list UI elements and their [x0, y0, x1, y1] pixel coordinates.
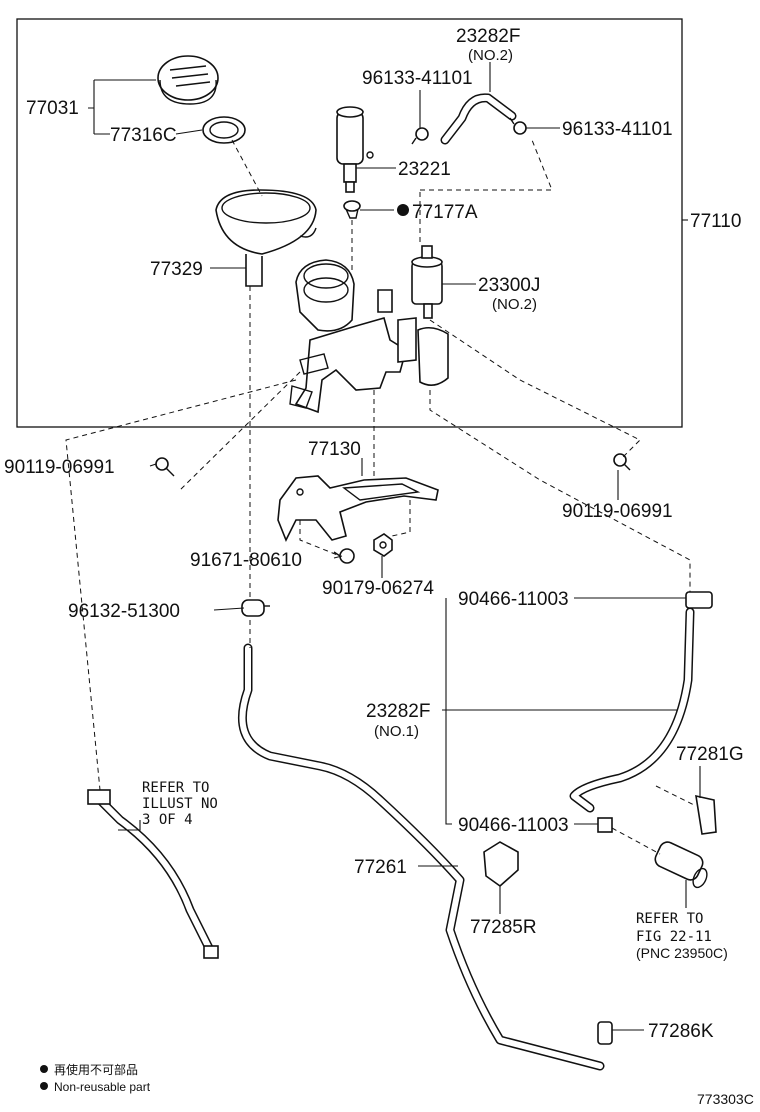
- legend-dot-icon-2: [40, 1082, 48, 1090]
- label-77281G: 77281G: [676, 744, 744, 765]
- legend-line-2: Non-reusable part: [54, 1080, 151, 1094]
- leader-lines: [88, 62, 701, 1031]
- bolt-90119-right-drawing: [613, 453, 631, 471]
- note-refer-fig-3: (PNC 23950C): [636, 945, 728, 961]
- label-77031: 77031: [26, 98, 79, 119]
- note-refer-fig-2: FIG 22-11: [636, 929, 712, 945]
- label-96132: 96132-51300: [68, 601, 180, 622]
- assembly-frame: [16, 18, 683, 428]
- label-23282F-mid: 23282F: [366, 701, 430, 722]
- note-refer-illust-2: ILLUST NO: [142, 796, 218, 812]
- label-77329: 77329: [150, 259, 203, 280]
- clip-96133-left-drawing: [411, 127, 429, 145]
- hose-23282F-no1-drawing: [569, 591, 713, 813]
- label-23300J: 23300J: [478, 275, 540, 296]
- label-90119-right: 90119-06991: [562, 501, 673, 522]
- label-23221: 23221: [398, 159, 451, 180]
- tube-77261-drawing: [237, 643, 605, 1071]
- label-91671: 91671-80610: [190, 550, 302, 571]
- legend-dot-icon-1: [40, 1065, 48, 1073]
- legend-line-1: 再使用不可部品: [54, 1062, 138, 1077]
- label-77130: 77130: [308, 439, 361, 460]
- clip-77281G-drawing: [695, 794, 717, 835]
- bracket-77130-drawing: [277, 475, 439, 542]
- label-90179: 90179-06274: [322, 578, 434, 599]
- assembly-dashed-lines: [65, 139, 697, 855]
- bolt-91671-drawing: [333, 548, 355, 564]
- label-96133-right: 96133-41101: [562, 119, 673, 140]
- valve-fig22-11-drawing: [654, 841, 708, 889]
- clamp-77285R-drawing: [483, 841, 519, 888]
- label-23282F-mid-sub: (NO.1): [374, 723, 419, 740]
- filler-77329-drawing: [215, 189, 317, 287]
- note-refer-fig-1: REFER TO: [636, 911, 703, 927]
- label-77286K: 77286K: [648, 1021, 714, 1042]
- label-23282F-top: 23282F: [456, 26, 520, 47]
- canister-assembly-drawing: [289, 259, 449, 414]
- label-90119-left: 90119-06991: [4, 457, 115, 478]
- diagram-code: 773303C: [697, 1091, 754, 1107]
- nut-90179-drawing: [373, 533, 393, 557]
- gasket-77316C-drawing: [202, 116, 246, 144]
- filter-23300J-drawing: [411, 245, 443, 319]
- clamp-96132-drawing: [241, 599, 270, 617]
- hose-23282F-no2-drawing: [440, 93, 517, 145]
- label-90466-top: 90466-11003: [458, 589, 569, 610]
- label-77316C: 77316C: [110, 125, 177, 146]
- clip-96133-right-drawing: [509, 117, 527, 135]
- note-refer-illust-1: REFER TO: [142, 780, 209, 796]
- label-96133-left: 96133-41101: [362, 68, 473, 89]
- valve-23221-drawing: [336, 106, 374, 193]
- clip-90466-bottom-drawing: [597, 817, 613, 833]
- label-77177A: 77177A: [412, 202, 478, 223]
- label-77285R: 77285R: [470, 917, 537, 938]
- bolt-90119-left-drawing: [155, 457, 175, 477]
- non-reusable-dot-icon: [397, 204, 409, 216]
- label-77110: 77110: [690, 211, 741, 232]
- note-refer-illust-3: 3 OF 4: [142, 812, 193, 828]
- pipe-refer-illust-drawing: [87, 789, 219, 959]
- label-23300J-sub: (NO.2): [492, 296, 537, 313]
- label-77261: 77261: [354, 857, 407, 878]
- label-90466-bot: 90466-11003: [458, 815, 569, 836]
- clamp-77286K-drawing: [597, 1021, 613, 1045]
- grommet-77177A-drawing: [343, 200, 361, 219]
- label-23282F-top-sub: (NO.2): [468, 47, 513, 64]
- cap-77031-drawing: [157, 55, 219, 105]
